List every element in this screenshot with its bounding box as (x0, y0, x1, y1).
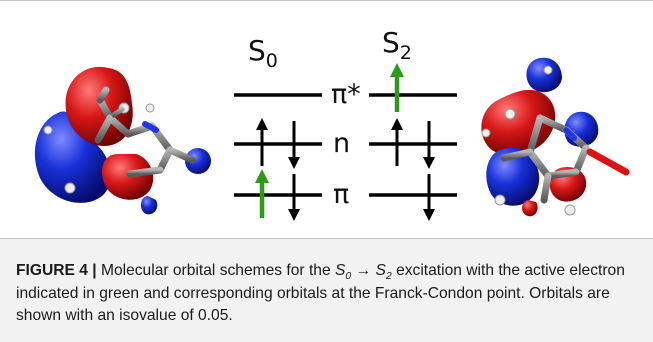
hydrogen-atom (494, 194, 506, 206)
electron-down-arrow (288, 121, 300, 169)
hydrogen-atom (504, 108, 516, 120)
orbital-lobe-negative (185, 148, 211, 174)
orbital-lobe-positive (522, 200, 538, 217)
active-electron-up-arrow (255, 169, 269, 218)
electron-up-arrow (256, 118, 268, 166)
bond-skeleton (500, 114, 590, 204)
figure-caption: FIGURE 4 | Molecular orbital schemes for… (16, 260, 641, 328)
state-label-s0: S0 (248, 34, 278, 72)
orbital-figure: S0 S2 π* n π (34, 26, 630, 221)
orbital-lobe-negative (140, 196, 158, 215)
state-symbol-s2: S2 (375, 262, 392, 283)
caption-text-start: Molecular orbital schemes for the (96, 262, 335, 279)
hydrogen-atom (145, 103, 155, 113)
right-molecule-orbital (481, 57, 630, 217)
figure-label: FIGURE 4 | (16, 262, 97, 279)
orbital-lobe-negative (526, 57, 562, 93)
active-electron-up-arrow (390, 63, 404, 112)
left-molecule-orbital (34, 66, 211, 215)
orbital-label-pi-star: π* (331, 79, 361, 110)
hydrogen-atom (64, 182, 76, 194)
arrow-symbol: → (351, 262, 376, 279)
electron-down-arrow (423, 121, 435, 169)
electron-down-arrow (423, 174, 435, 221)
orbital-lobe-positive (102, 154, 154, 200)
hydrogen-atom (564, 204, 576, 216)
caption-text-end: excitation with the active electron indi… (16, 262, 625, 324)
top-border (0, 0, 653, 1)
state-symbol-s0: S0 (334, 262, 352, 283)
caption-divider (0, 238, 653, 239)
energy-level-diagram: S0 S2 π* n π (234, 26, 457, 221)
orbital-label-pi: π (333, 179, 349, 210)
hydrogen-atom (481, 128, 491, 138)
caption-panel (0, 238, 653, 342)
bond-skeleton (94, 86, 196, 178)
orbital-label-n: n (333, 128, 350, 159)
orbital-lobe-negative (486, 147, 540, 206)
state-label-s2: S2 (382, 26, 412, 64)
electron-down-arrow (288, 174, 300, 221)
orbital-lobe-negative (34, 111, 111, 203)
hydrogen-atom (43, 125, 53, 135)
hydrogen-atom (543, 65, 553, 75)
electron-up-arrow (391, 118, 403, 166)
